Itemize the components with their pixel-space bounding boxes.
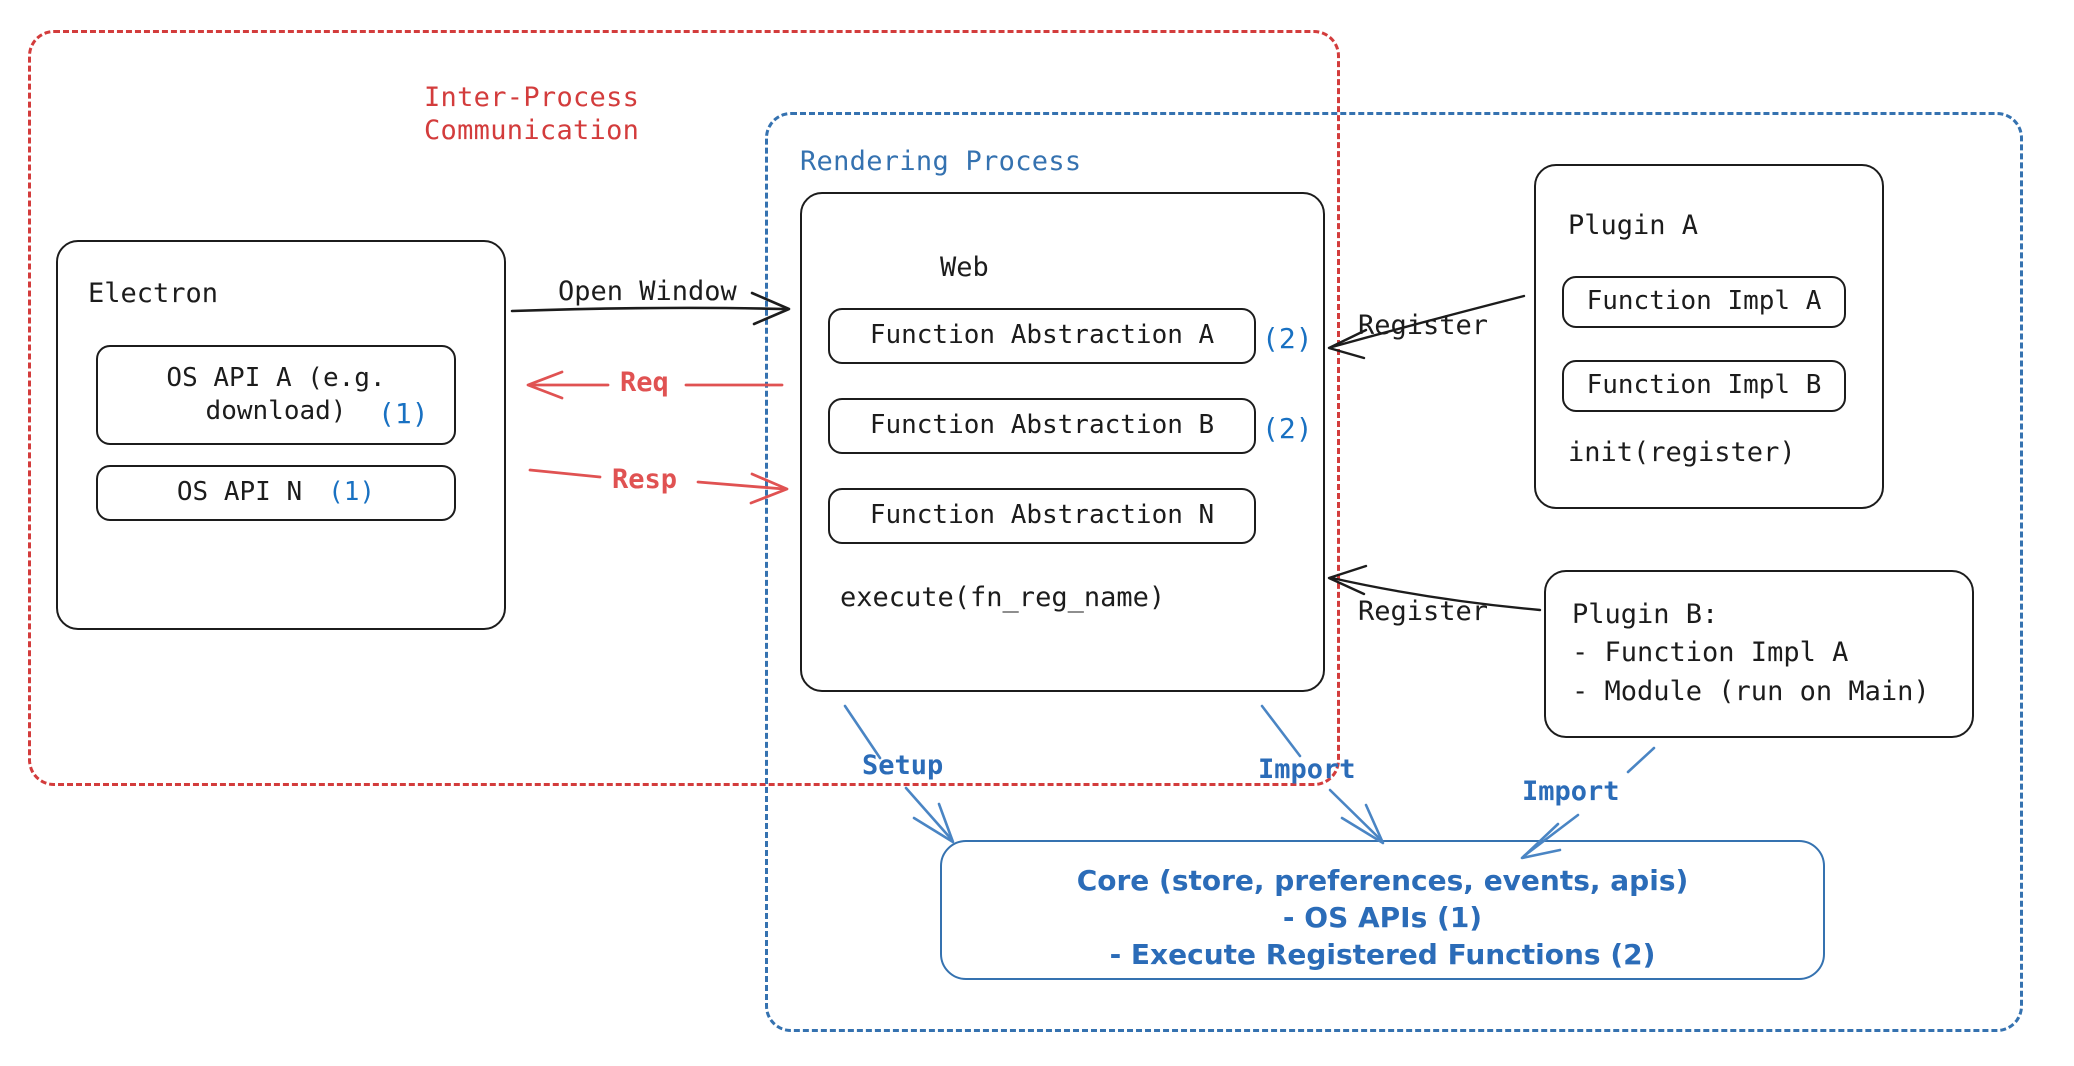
function-abstraction-a-tag: (2): [1262, 322, 1313, 355]
os-api-a-box: OS API A (e.g. download): [96, 345, 456, 445]
plugin-b-box: [1544, 570, 1974, 738]
function-abstraction-n-label: Function Abstraction N: [869, 500, 1215, 531]
function-abstraction-b-tag: (2): [1262, 412, 1313, 445]
plugin-a-init-label: init(register): [1568, 437, 1796, 468]
edge-label-resp: Resp: [612, 464, 678, 495]
function-abstraction-b-box: Function Abstraction B: [828, 398, 1256, 454]
edge-label-register-plugin-a: Register: [1358, 310, 1489, 341]
group-label-rendering-process: Rendering Process: [800, 146, 1082, 177]
function-abstraction-n-box: Function Abstraction N: [828, 488, 1256, 544]
function-abstraction-a-label: Function Abstraction A: [869, 320, 1215, 351]
web-title: Web: [940, 252, 989, 283]
electron-title: Electron: [88, 278, 219, 309]
group-label-inter-process-communication: Inter-Process Communication: [424, 82, 640, 146]
os-api-n-tag: (1): [328, 477, 376, 508]
group-rendering-process: [765, 112, 2023, 1032]
function-impl-a-box: Function Impl A: [1562, 276, 1846, 328]
edge-label-open-window: Open Window: [558, 276, 737, 307]
function-impl-a-label: Function Impl A: [1586, 286, 1822, 317]
plugin-a-title: Plugin A: [1568, 210, 1699, 241]
function-abstraction-b-label: Function Abstraction B: [869, 410, 1215, 441]
web-execute-label: execute(fn_reg_name): [840, 582, 1166, 613]
os-api-n-label: OS API N: [176, 477, 303, 508]
group-inter-process-communication: [28, 30, 1340, 786]
edge-label-register-plugin-b: Register: [1358, 596, 1489, 627]
edge-label-req: Req: [620, 367, 669, 398]
plugin-b-text: Plugin B: - Function Impl A - Module (ru…: [1572, 599, 1930, 707]
function-abstraction-a-box: Function Abstraction A: [828, 308, 1256, 364]
function-impl-b-box: Function Impl B: [1562, 360, 1846, 412]
os-api-a-label: OS API A (e.g. download): [166, 362, 386, 426]
os-api-n-box: OS API N (1): [96, 465, 456, 521]
plugin-a-box: [1534, 164, 1884, 509]
function-impl-b-label: Function Impl B: [1586, 370, 1822, 401]
core-text: Core (store, preferences, events, apis) …: [1076, 864, 1689, 972]
edge-label-import-web: Import: [1258, 754, 1356, 785]
edge-label-setup: Setup: [862, 750, 944, 781]
edge-label-import-plugin-b: Import: [1522, 776, 1620, 807]
os-api-a-tag: (1): [378, 397, 429, 430]
